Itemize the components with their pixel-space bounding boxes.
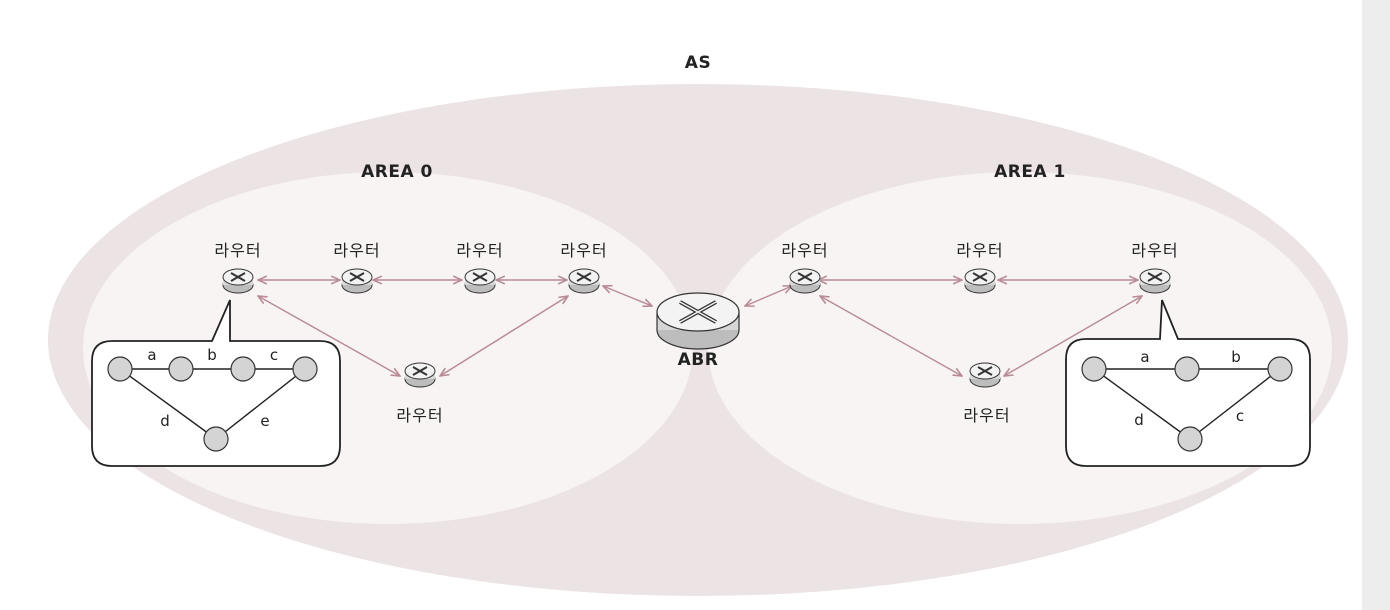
graph-node <box>230 356 256 382</box>
link-r5-r4 <box>440 296 568 376</box>
router-label: 라우터 <box>214 241 262 260</box>
edge-label: d <box>160 412 170 430</box>
router-label: 라우터 <box>1131 241 1179 260</box>
link-abr-r6 <box>745 286 792 306</box>
edge-label: d <box>1134 411 1144 429</box>
graph-node <box>1081 356 1107 382</box>
graph-node <box>1267 356 1293 382</box>
link-r4-abr <box>603 286 652 306</box>
area0-topology-callout <box>91 299 341 467</box>
edge-label: a <box>147 346 157 364</box>
router-icon <box>964 268 996 294</box>
router-label: 라우터 <box>396 406 444 425</box>
link-r9-r8 <box>1004 296 1142 376</box>
edge-label: b <box>1231 348 1241 366</box>
router-icon <box>789 268 821 294</box>
area1-topology-callout <box>1065 299 1311 467</box>
abr-router-icon <box>656 292 740 350</box>
as-label: AS <box>684 53 712 73</box>
router-icon <box>464 268 496 294</box>
router-label: 라우터 <box>333 241 381 260</box>
link-r1-r5 <box>258 296 400 376</box>
router-label: 라우터 <box>560 241 608 260</box>
router-icon <box>568 268 600 294</box>
router-label: 라우터 <box>781 241 829 260</box>
router-label: 라우터 <box>456 241 504 260</box>
links <box>258 280 1142 376</box>
router-icon <box>1139 268 1171 294</box>
edge-label: c <box>1235 407 1245 425</box>
graph-node <box>1174 356 1200 382</box>
scrollbar-track[interactable] <box>1362 0 1390 610</box>
area0-label: AREA 0 <box>361 162 433 182</box>
router-label: 라우터 <box>963 406 1011 425</box>
graph-node <box>107 356 133 382</box>
edge-label: c <box>269 346 279 364</box>
router-icon <box>969 362 1001 388</box>
graph-node <box>1177 426 1203 452</box>
graph-node <box>292 356 318 382</box>
router-label: 라우터 <box>956 241 1004 260</box>
router-icon <box>222 268 254 294</box>
abr-label: ABR <box>677 350 719 370</box>
graph-node <box>203 426 229 452</box>
router-icons <box>222 268 1171 388</box>
edge-label: e <box>260 412 270 430</box>
graph-node <box>168 356 194 382</box>
edge-label: a <box>1140 348 1150 366</box>
router-icon <box>341 268 373 294</box>
edge-label: b <box>207 346 217 364</box>
router-icon <box>404 362 436 388</box>
link-r6-r9 <box>820 296 962 376</box>
area1-label: AREA 1 <box>994 162 1066 182</box>
